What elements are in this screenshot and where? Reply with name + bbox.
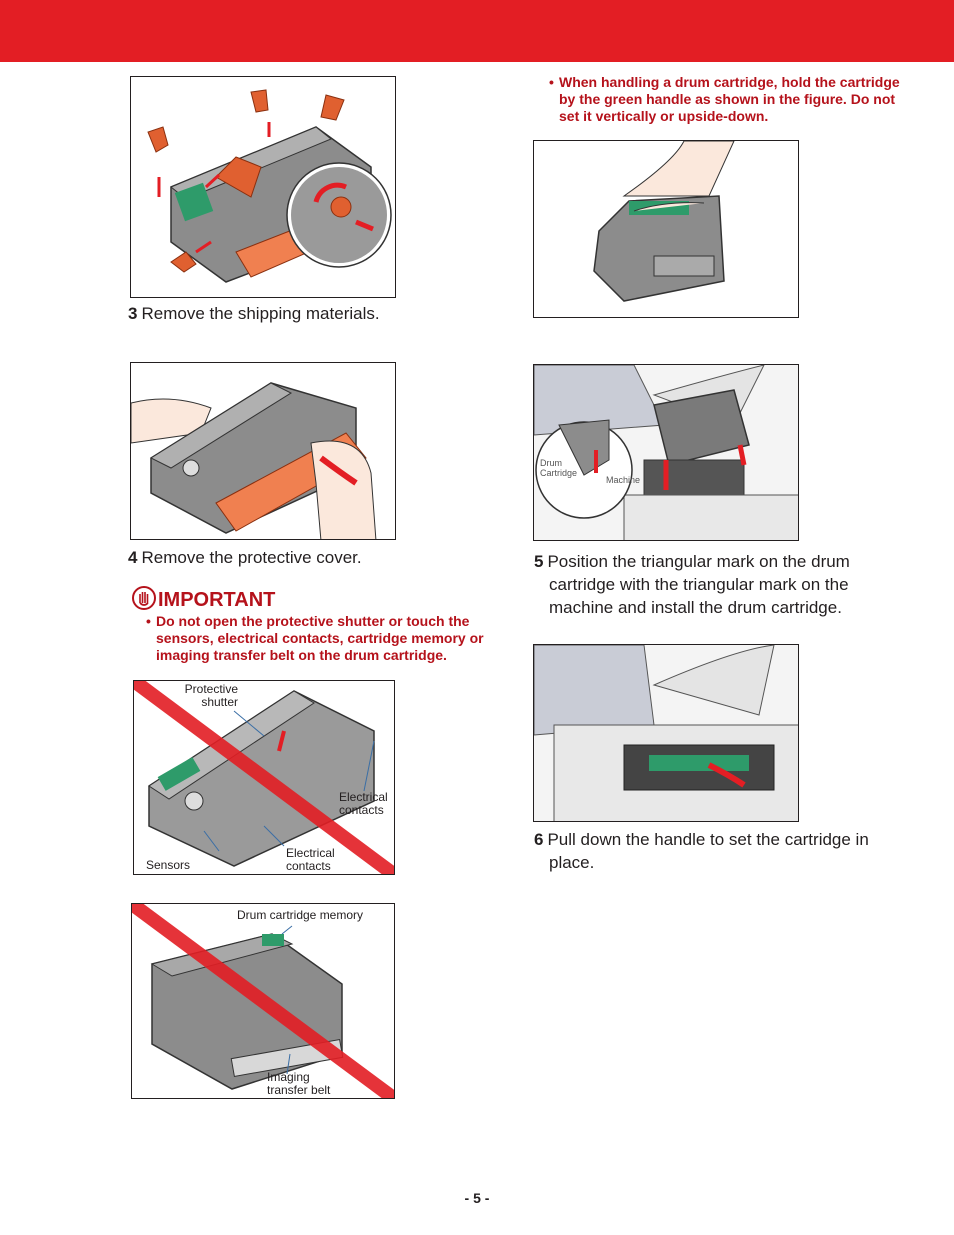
printer-illustration-install bbox=[534, 365, 798, 540]
step-text: Remove the protective cover. bbox=[141, 548, 362, 567]
page-number: - 5 - bbox=[464, 1190, 490, 1206]
cartridge-illustration-prohibited-2 bbox=[132, 904, 394, 1098]
important-title: IMPORTANT bbox=[158, 589, 276, 611]
hand-stop-icon bbox=[132, 586, 156, 610]
label-protective-shutter: Protective shutter bbox=[184, 682, 238, 709]
label-imaging-transfer-belt: Imaging transfer belt bbox=[267, 1070, 331, 1097]
figure-shipping-materials bbox=[130, 76, 396, 298]
bullet-dot: • bbox=[146, 613, 151, 629]
step-number: 3 bbox=[128, 304, 138, 323]
step-text: Remove the shipping materials. bbox=[141, 304, 380, 323]
step-number: 4 bbox=[128, 548, 138, 567]
label-sensors: Sensors bbox=[146, 858, 191, 872]
step-number: 5 bbox=[534, 552, 544, 571]
important-bullet-text: Do not open the protective shutter or to… bbox=[156, 613, 484, 663]
handling-note: • When handling a drum cartridge, hold th… bbox=[545, 74, 904, 125]
figure-prohibited-shutter: Protective shutter Electrical contacts E… bbox=[133, 680, 395, 875]
header-bar bbox=[0, 0, 954, 62]
handling-note-text: When handling a drum cartridge, hold the… bbox=[559, 74, 900, 124]
step-number: 6 bbox=[534, 830, 544, 849]
figure-holding-cartridge bbox=[533, 140, 799, 318]
figure-prohibited-memory: Drum cartridge memory Imaging transfer b… bbox=[131, 903, 395, 1099]
figure-protective-cover bbox=[130, 362, 396, 540]
important-bullet: • Do not open the protective shutter or t… bbox=[142, 613, 501, 664]
label-electrical-contacts-right: Electrical contacts bbox=[339, 790, 388, 817]
step-text: Pull down the handle to set the cartridg… bbox=[547, 830, 869, 872]
bullet-dot: • bbox=[549, 74, 554, 90]
label-drum-cartridge-memory: Drum cartridge memory bbox=[237, 908, 364, 922]
figure-pull-handle bbox=[533, 644, 799, 822]
printer-illustration-handle bbox=[534, 645, 798, 821]
cartridge-illustration-cover bbox=[131, 382, 377, 539]
cartridge-illustration-shipping bbox=[147, 89, 392, 283]
label-drum-cartridge: Drum Cartridge bbox=[540, 458, 578, 478]
label-electrical-contacts-bottom: Electrical contacts bbox=[286, 846, 335, 873]
figure-install-cartridge: Drum Cartridge Machine bbox=[533, 364, 799, 541]
cartridge-illustration-prohibited-1 bbox=[134, 681, 394, 874]
cartridge-illustration-holding bbox=[593, 141, 735, 302]
step-text: Position the triangular mark on the drum… bbox=[547, 552, 850, 617]
label-machine: Machine bbox=[606, 475, 641, 485]
